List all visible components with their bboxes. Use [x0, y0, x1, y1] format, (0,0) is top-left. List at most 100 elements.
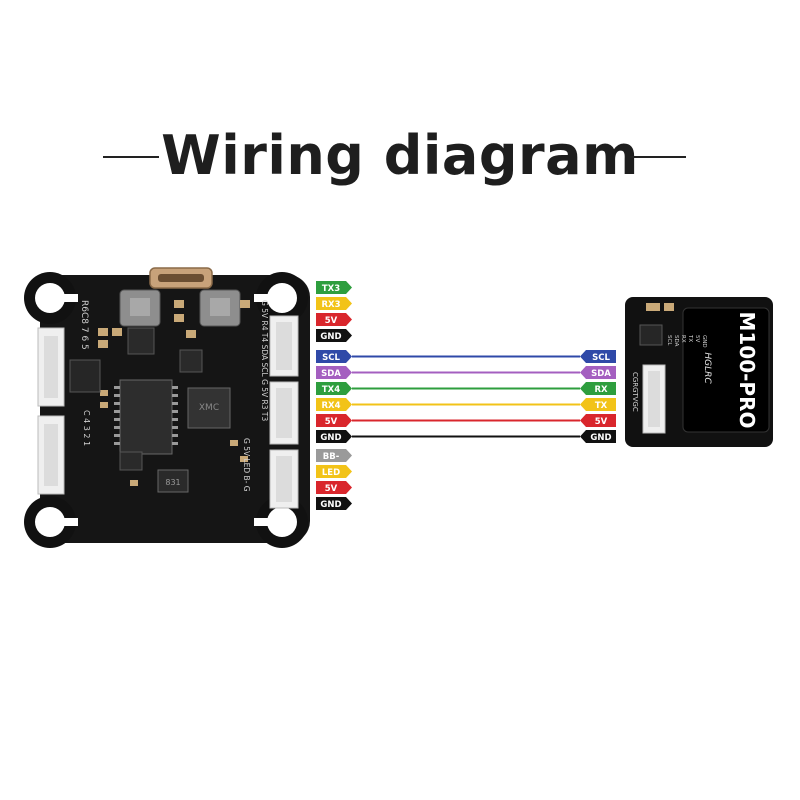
title-bar: Wiring diagram: [0, 118, 800, 194]
fc-lower-pin-labels: BB- LED 5V GND: [316, 449, 352, 510]
flash-chip: [187, 387, 231, 429]
wire-4: 5V 5V: [316, 414, 616, 427]
gps-wire-pin-1-tag: [580, 366, 616, 379]
fc-mount-bottom-right: [254, 496, 308, 548]
fc-wire-pin-3: RX4: [316, 398, 352, 411]
gps-pin-silk-1: SDA: [673, 335, 679, 347]
fc-lower-pin-3: GND: [316, 497, 352, 510]
gps-wire-pin-0-tag: [580, 350, 616, 363]
page-title: Wiring diagram: [161, 124, 639, 187]
ic-small-2: [179, 349, 203, 373]
fc-silk-right-top: G 5V R4 T4 SDA SCL G 5V R3 T3: [260, 300, 269, 421]
wire-2: TX4 RX: [316, 382, 616, 395]
gps-pin-silk-4: 5V: [694, 335, 700, 342]
gps-wire-pin-2: RX: [580, 382, 616, 395]
ic-main-controller: [119, 379, 173, 455]
fc-wire-pin-5-text: GND: [320, 433, 341, 443]
fc-wire-pin-0: SCL: [316, 350, 352, 363]
gps-wire-pin-4: 5V: [580, 414, 616, 427]
title-right-rule: [630, 156, 686, 158]
fc-upper-pin-2-tag: [316, 313, 352, 326]
regulator: [119, 451, 143, 471]
fc-mount-top-left: [24, 272, 78, 324]
fc-wire-pin-5: GND: [316, 430, 352, 443]
fc-upper-pin-1-tag: [316, 297, 352, 310]
fc-lower-pin-0-tag: [316, 449, 352, 462]
gps-wire-pin-0-text: SCL: [592, 353, 610, 363]
fc-upper-pin-0: TX3: [316, 281, 352, 294]
fc-lower-pin-3-tag: [316, 497, 352, 510]
fc-wire-pin-3-text: RX4: [321, 401, 340, 411]
gps-model-label: M100-PRO: [735, 311, 759, 428]
wire-5: GND GND: [316, 430, 616, 443]
fc-wire-pin-3-tag: [316, 398, 352, 411]
flight-controller-board: XMC 831 R6C8 7 6 5 G 5V R4 T4 SDA SCL G …: [24, 267, 310, 548]
fc-lower-pin-0: BB-: [316, 449, 352, 462]
fc-connector-left-bottom: [37, 415, 65, 495]
fc-wire-pin-4-tag: [316, 414, 352, 427]
fc-upper-pin-1: RX3: [316, 297, 352, 310]
fc-lower-pin-1-tag: [316, 465, 352, 478]
gps-wire-pin-3-text: TX: [595, 401, 608, 411]
gps-pin-silk-2: RX: [680, 335, 686, 343]
fc-lower-pin-0-text: BB-: [323, 452, 340, 462]
fc-wire-pin-2-text: TX4: [322, 385, 340, 395]
ic-left: [69, 359, 101, 393]
fc-wire-pin-0-tag: [316, 350, 352, 363]
fc-wire-pin-2-tag: [316, 382, 352, 395]
gps-capacitor-2: [664, 303, 674, 311]
fc-silk-right-bottom: G 5V LED B- G: [242, 438, 251, 492]
fc-wire-pin-5-tag: [316, 430, 352, 443]
gps-brand-label: HGLRC: [702, 352, 712, 384]
gps-chip-small: [639, 324, 663, 346]
gps-wire-pin-0: SCL: [580, 350, 616, 363]
wire-connections: SCL SCL SDA SDA TX4 RX RX4 TX 5V 5V GND GND: [316, 350, 616, 443]
fc-lower-pin-1-text: LED: [322, 468, 340, 478]
fc-wire-pin-1: SDA: [316, 366, 352, 379]
wire-0: SCL SCL: [316, 350, 616, 363]
fc-mount-top-right: [254, 272, 308, 324]
fc-upper-pin-3-tag: [316, 329, 352, 342]
fc-upper-pin-3-text: GND: [320, 332, 341, 342]
fc-wire-pin-4-text: 5V: [325, 417, 338, 427]
fc-connector-right-bottom: [269, 449, 299, 509]
fc-upper-pin-0-tag: [316, 281, 352, 294]
gps-antenna-ceramic: [682, 307, 770, 433]
wire-1: SDA SDA: [316, 366, 616, 379]
fc-connector-left-top: [37, 327, 65, 407]
gps-wire-pin-3-tag: [580, 398, 616, 411]
gps-wire-pin-1: SDA: [580, 366, 616, 379]
gps-wire-pin-4-text: 5V: [595, 417, 608, 427]
fc-lower-pin-2: 5V: [316, 481, 352, 494]
fc-wire-pin-0-text: SCL: [322, 353, 340, 363]
gps-wire-pin-5-tag: [580, 430, 616, 443]
gps-wire-pin-5-text: GND: [590, 433, 611, 443]
fc-connector-right-middle: [269, 381, 299, 445]
fc-silk-left-bottom: C 4 3 2 1: [82, 410, 91, 446]
flash-chip-label: XMC: [199, 403, 219, 413]
fc-lower-pin-2-text: 5V: [325, 484, 338, 494]
inductor-left: [119, 289, 161, 327]
gps-wire-pin-1-text: SDA: [591, 369, 611, 379]
gps-pin-silk-0: SCL: [666, 335, 672, 346]
fc-lower-pin-1: LED: [316, 465, 352, 478]
fc-upper-pin-2-text: 5V: [325, 316, 338, 326]
gps-pin-silk-3: TX: [687, 334, 693, 342]
fc-silk-left: R6C8 7 6 5: [79, 300, 89, 350]
gps-wire-pin-2-tag: [580, 382, 616, 395]
wire-3: RX4 TX: [316, 398, 616, 411]
usb-port-opening: [158, 274, 204, 282]
gps-wire-pin-3: TX: [580, 398, 616, 411]
gps-connector: [642, 364, 666, 434]
fc-mount-bottom-left: [24, 496, 78, 548]
fc-wire-pin-1-text: SDA: [321, 369, 341, 379]
inductor-right: [199, 289, 241, 327]
gps-wire-pin-4-tag: [580, 414, 616, 427]
gps-capacitor-1: [646, 303, 660, 311]
title-left-rule: [103, 156, 159, 158]
gps-side-silk: CGRGTVGC: [631, 372, 639, 412]
fc-upper-pin-3: GND: [316, 329, 352, 342]
